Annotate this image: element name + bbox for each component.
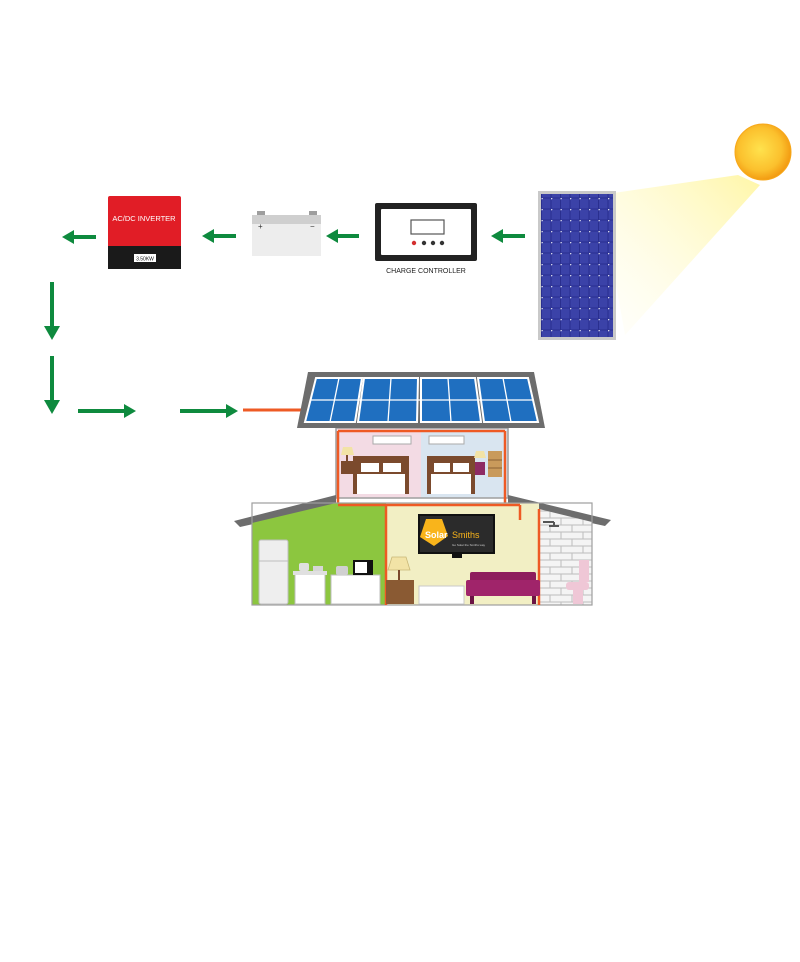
flow-arrow-icon: [326, 229, 359, 243]
house-icon: Solar Smiths Go Solar the Smiths way: [234, 372, 611, 606]
battery-plus: +: [258, 222, 263, 231]
sofa-icon: [466, 572, 540, 604]
flow-arrow-icon: [180, 404, 238, 418]
tv-brand-solar: Solar: [425, 530, 448, 540]
sun-icon: [734, 123, 792, 181]
inverter-rating: 3.50KW: [136, 257, 154, 263]
charge-controller-label: CHARGE CONTROLLER: [386, 268, 466, 275]
battery-icon: + −: [252, 211, 321, 256]
battery-minus: −: [310, 222, 315, 231]
roof-solar-panel-icon: [303, 377, 540, 423]
inverter-title: AC/DC INVERTER: [112, 214, 176, 223]
flow-arrow-icon: [44, 282, 60, 340]
flow-arrow-icon: [491, 229, 525, 243]
stove-icon: [293, 563, 327, 605]
bathroom: [539, 509, 592, 605]
tv-tagline: Go Solar the Smiths way: [452, 543, 486, 547]
bed-icon: [353, 456, 409, 494]
floor-lamp-icon: [386, 556, 414, 604]
bed-icon: [427, 456, 475, 494]
shower-icon: [543, 521, 559, 527]
counter-icon: [330, 560, 381, 605]
toilet-icon: [566, 560, 589, 604]
fridge-icon: [258, 539, 289, 605]
flow-arrow-icon: [62, 230, 96, 244]
flow-arrow-icon: [202, 229, 236, 243]
sunlight-beam: [600, 175, 760, 335]
inverter-icon: [108, 196, 181, 269]
charge-controller-icon: [375, 203, 477, 261]
tv-icon: [418, 514, 495, 558]
tv-console: [418, 585, 465, 605]
tv-brand-smiths: Smiths: [452, 530, 480, 540]
solar-panel-icon: [538, 191, 616, 340]
flow-arrow-icon: [44, 356, 60, 414]
flow-arrow-icon: [78, 404, 136, 418]
